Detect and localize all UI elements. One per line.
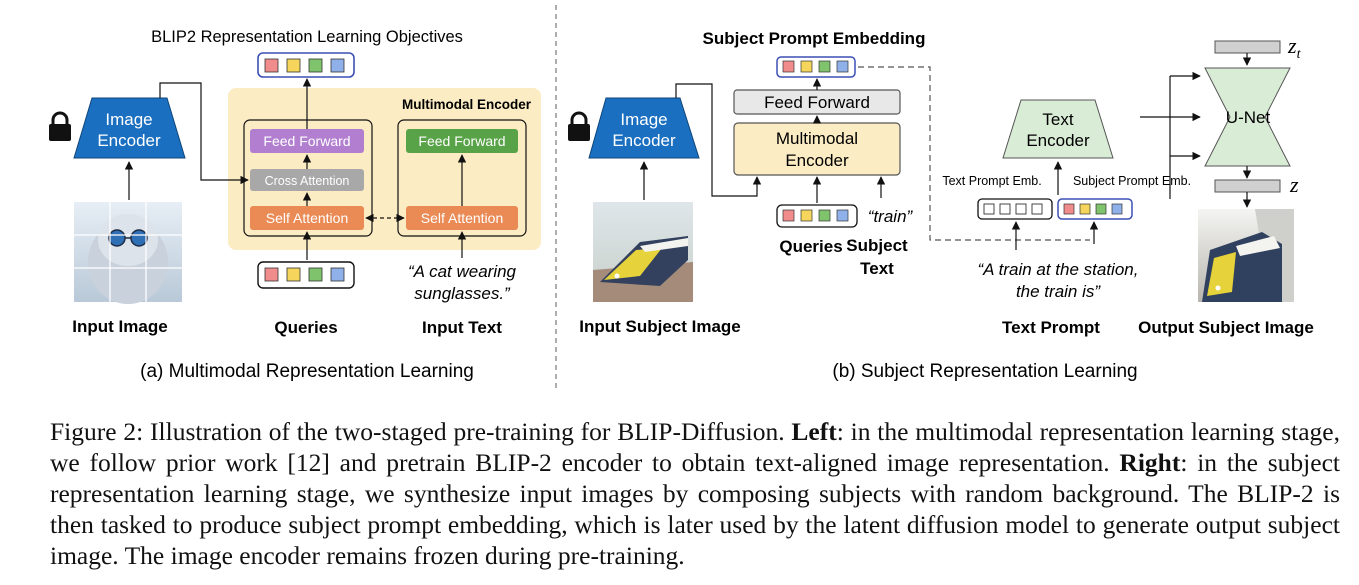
subject-embedding-dashed-link [858, 66, 1090, 241]
input-subject-image [593, 202, 693, 302]
subcaption-a: (a) Multimodal Representation Learning [140, 361, 474, 382]
text-encoder [1002, 99, 1114, 159]
left-queries-tokens [257, 261, 355, 289]
text-prompt-quote-line1: “A train at the station, [978, 260, 1139, 279]
subject-prompt-embedding-title: Subject Prompt Embedding [703, 29, 926, 48]
caption-text-1: Illustration of the two-staged pre-train… [143, 417, 792, 446]
multimodal-encoder-right-line1: Multimodal [776, 129, 858, 148]
image-encoder-right [588, 97, 700, 159]
image-encoder-left [73, 97, 186, 159]
text-encoder-line1: Text [1042, 110, 1073, 129]
subject-prompt-embedding-tokens [776, 56, 856, 78]
cross-attention-block [250, 169, 364, 191]
text-prompt-emb-tokens [977, 198, 1053, 220]
label-input-subject-image: Input Subject Image [579, 317, 741, 336]
image-encoder-right-line1: Image [620, 110, 667, 129]
figure-caption: Figure 2: Illustration of the two-staged… [50, 416, 1340, 571]
text-encoder-line2: Encoder [1026, 131, 1090, 150]
input-cat-image [74, 202, 182, 304]
subject-prompt-emb-tokens [1057, 198, 1133, 220]
feed-forward-label-1: Feed Forward [263, 133, 350, 149]
text-prompt-emb-label: Text Prompt Emb. [942, 174, 1041, 188]
figure-label: Figure 2: [50, 417, 144, 446]
caption-left-bold: Left [791, 417, 837, 446]
label-subject-text-line2: Text [860, 259, 894, 278]
input-text-quote-line2: sunglasses.” [414, 284, 511, 303]
unet-label: U-Net [1226, 108, 1271, 127]
self-attention-label-2: Self Attention [421, 210, 504, 226]
image-encoder-left-line1: Image [105, 110, 152, 129]
label-text-prompt: Text Prompt [1002, 318, 1100, 337]
feed-forward-block-2 [406, 129, 518, 153]
input-text-quote-line1: “A cat wearing [408, 262, 517, 281]
z-symbol: z [1289, 172, 1299, 197]
lock-icon-right [568, 111, 590, 141]
subject-prompt-emb-label: Subject Prompt Emb. [1073, 174, 1191, 188]
feed-forward-right-label: Feed Forward [764, 93, 870, 112]
text-prompt-quote-line2: the train is” [1016, 282, 1101, 301]
caption-text-3: : in the subject representation learning… [50, 448, 1340, 570]
caption-text-2: : in the multimodal representation learn… [50, 417, 1341, 477]
feed-forward-block-1 [250, 129, 364, 153]
figure-diagram: BLIP2 Representation Learning Objectives… [49, 5, 1314, 392]
cross-attention-label: Cross Attention [265, 174, 350, 188]
self-attention-block-2 [406, 206, 518, 230]
output-subject-image [1198, 209, 1294, 302]
zt-symbol: zt [1287, 33, 1302, 62]
label-queries-right: Queries [779, 237, 842, 256]
label-queries-left: Queries [274, 318, 337, 337]
label-output-subject-image: Output Subject Image [1138, 318, 1314, 337]
z-latent-bar [1214, 179, 1281, 193]
multimodal-encoder-label: Multimodal Encoder [402, 97, 532, 112]
self-attention-label-1: Self Attention [266, 210, 349, 226]
self-attention-block-1 [250, 206, 364, 230]
caption-right-bold: Right [1119, 448, 1181, 477]
right-queries-tokens [776, 204, 858, 228]
image-encoder-right-line2: Encoder [612, 131, 676, 150]
train-word: “train” [868, 207, 914, 226]
feed-forward-label-2: Feed Forward [418, 133, 505, 149]
image-encoder-left-line2: Encoder [97, 131, 161, 150]
label-input-image: Input Image [72, 317, 167, 336]
left-title: BLIP2 Representation Learning Objectives [151, 28, 463, 46]
multimodal-encoder-right-line2: Encoder [785, 151, 849, 170]
label-subject-text-line1: Subject [846, 236, 908, 255]
lock-icon [49, 111, 71, 141]
subcaption-b: (b) Subject Representation Learning [832, 361, 1137, 382]
left-output-embedding [257, 52, 355, 78]
label-input-text: Input Text [422, 318, 502, 337]
unet-block [1204, 67, 1291, 167]
zt-latent-bar [1214, 40, 1281, 54]
